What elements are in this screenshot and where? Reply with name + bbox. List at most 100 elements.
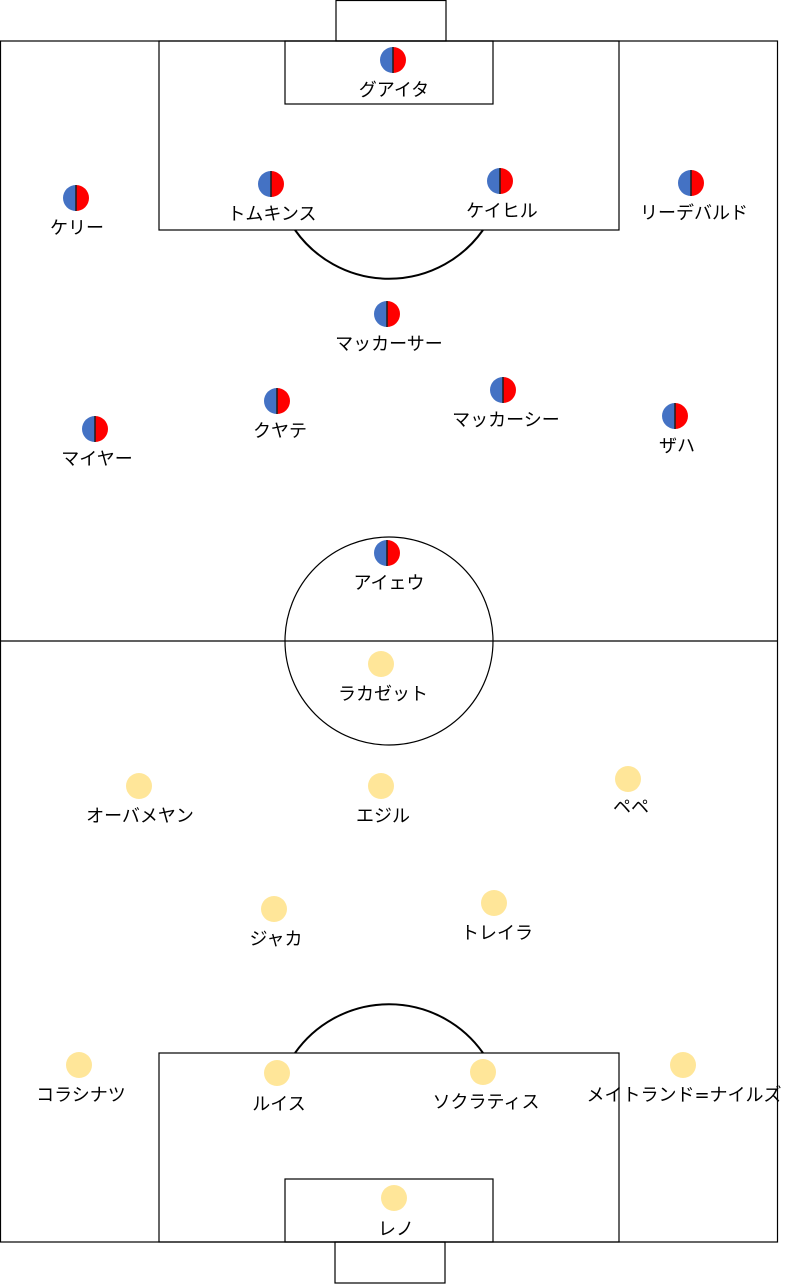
bottom-penalty-area [158,1052,620,1243]
home-player-marker [662,403,688,429]
home-player-marker [374,301,400,327]
player-label: ソクラティス [433,1092,540,1113]
top-goal-area [284,40,494,105]
home-player-marker [487,168,513,194]
player-label: ケリー [50,218,104,239]
top-penalty-arc [294,229,484,280]
marker-left-half [264,388,277,414]
marker-right-half [271,171,284,197]
marker-circle [481,890,507,916]
marker-right-half [387,540,400,566]
marker-left-half [374,301,387,327]
player-bottom-5: ジャカ [249,896,303,950]
away-player-marker [66,1052,92,1078]
marker-circle [261,896,287,922]
player-top-6: マッカーサー [335,301,443,355]
player-bottom-6: トレイラ [461,890,533,944]
marker-right-half [691,170,704,196]
away-player-marker [470,1059,496,1085]
player-label: リーデバルド [640,203,748,224]
home-player-marker [63,185,89,211]
marker-left-half [374,540,387,566]
player-label: ジャカ [249,929,302,950]
player-label: オーバメヤン [86,806,194,827]
center-circle [284,536,494,746]
bottom-penalty-arc [294,1003,484,1054]
bottom-goal-area [284,1178,494,1243]
marker-left-half [662,403,675,429]
marker-left-half [678,170,691,196]
player-label: ザハ [659,436,695,457]
home-player-marker [380,47,406,73]
away-player-marker [368,651,394,677]
marker-right-half [503,377,516,403]
home-player-marker [490,377,516,403]
home-player-marker [264,388,290,414]
player-label: レノ [378,1219,414,1240]
player-bottom-11: レノ [378,1185,414,1240]
player-bottom-3: エジル [356,773,410,827]
player-top-11: アイェウ [353,540,425,594]
marker-right-half [95,416,108,442]
player-bottom-8: ルイス [252,1060,306,1115]
bottom-goal [334,1241,446,1284]
away-player-marker [126,773,152,799]
player-label: コラシナツ [36,1085,126,1106]
player-label: ラカゼット [338,684,428,705]
away-player-marker [481,890,507,916]
marker-left-half [63,185,76,211]
player-top-1: グアイタ [359,47,429,101]
top-goal [335,0,447,42]
player-label: メイトランド=ナイルズ [586,1085,781,1106]
player-top-2: トムキンス [227,171,317,225]
marker-right-half [387,301,400,327]
player-bottom-4: ペペ [613,766,649,818]
player-label: アイェウ [353,573,424,594]
player-label: ペペ [613,797,649,818]
player-label: グアイタ [359,80,429,101]
players: グアイタ トムキンス ケイヒル ケリー リーデバルド マッカーサー クヤテ マッ… [36,47,782,1240]
player-bottom-9: ソクラティス [433,1059,540,1113]
home-player-marker [374,540,400,566]
player-bottom-1: ラカゼット [338,651,428,705]
marker-circle [381,1185,407,1211]
marker-circle [264,1060,290,1086]
player-top-9: マイヤー [61,416,133,470]
marker-circle [66,1052,92,1078]
player-label: マイヤー [61,449,132,470]
player-top-4: ケリー [50,185,104,239]
marker-left-half [487,168,500,194]
marker-left-half [490,377,503,403]
marker-right-half [500,168,513,194]
player-label: ルイス [252,1094,305,1115]
away-player-marker [615,766,641,792]
player-label: マッカーサー [335,334,443,355]
marker-circle [368,773,394,799]
player-top-3: ケイヒル [466,168,538,222]
away-player-marker [261,896,287,922]
home-player-marker [82,416,108,442]
player-label: クヤテ [253,421,307,442]
player-label: トムキンス [227,204,316,225]
away-player-marker [381,1185,407,1211]
player-label: トレイラ [461,923,533,944]
player-bottom-7: コラシナツ [36,1052,126,1106]
player-top-10: ザハ [659,403,695,457]
marker-circle [615,766,641,792]
marker-left-half [82,416,95,442]
away-player-marker [264,1060,290,1086]
player-top-5: リーデバルド [640,170,748,224]
marker-circle [368,651,394,677]
home-player-marker [258,171,284,197]
marker-right-half [76,185,89,211]
player-label: マッカーシー [452,410,560,431]
player-bottom-2: オーバメヤン [86,773,194,827]
player-bottom-10: メイトランド=ナイルズ [586,1052,782,1106]
marker-right-half [393,47,406,73]
away-player-marker [368,773,394,799]
away-player-marker [670,1052,696,1078]
player-top-8: マッカーシー [452,377,560,431]
marker-circle [670,1052,696,1078]
pitch-markings [0,0,779,1284]
marker-right-half [277,388,290,414]
